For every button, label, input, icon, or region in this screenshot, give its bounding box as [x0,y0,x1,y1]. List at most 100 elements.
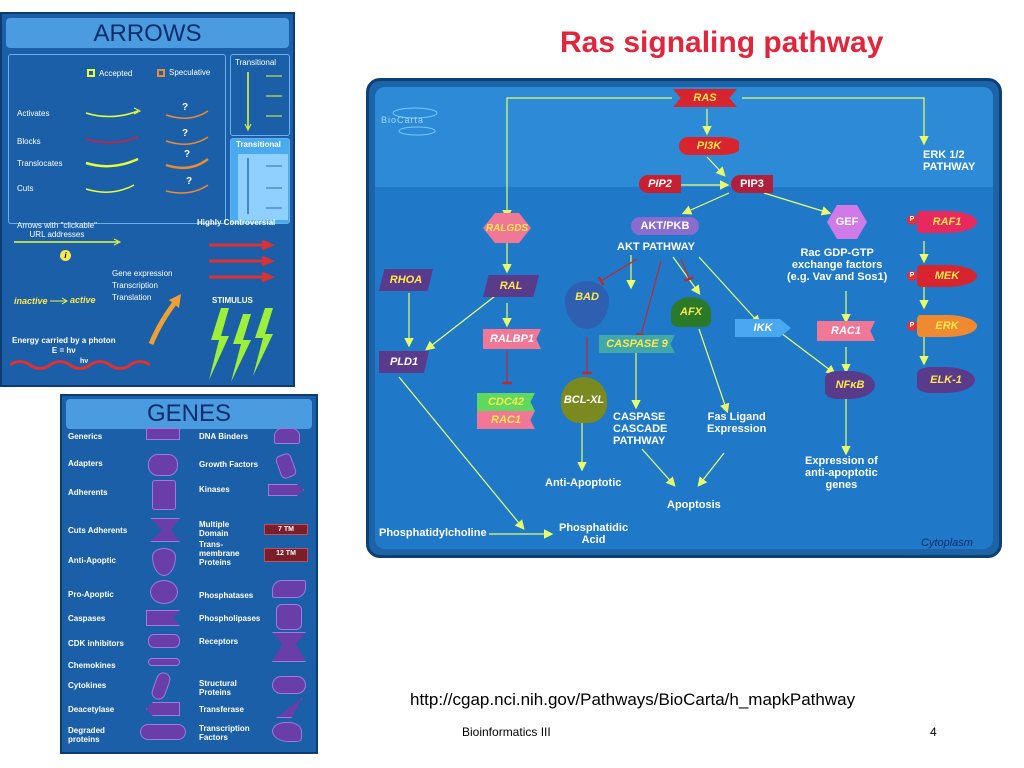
node-akt-pkb[interactable]: AKT/PKB [631,217,699,235]
kinases-shape-icon [268,484,304,496]
arrow-types-box [8,54,226,224]
gene-multiple-domain: Multiple Domain [199,520,230,538]
node-rhoa[interactable]: RHOA [379,269,433,291]
node-mek[interactable]: MEK [917,265,977,287]
node-nfkb[interactable]: NFκB [825,371,875,399]
gene-transcription-factors: Transcription Factors [199,724,250,742]
biocarta-logo-text: BioCarta [381,115,425,125]
cdk-inhibitors-shape-icon [148,634,180,648]
seven-tm-shape-icon: 7 TM [264,524,308,535]
row-label-translocates: Translocates [17,159,63,168]
node-ralbp1[interactable]: RALBP1 [483,329,541,349]
label-anti-apoptotic: Anti-Apoptotic [545,477,622,489]
gene-phosphatases: Phosphatases [199,591,254,600]
gene-cytokines: Cytokines [68,681,107,690]
transitional-label-1: Transitional [235,58,277,67]
accepted-swatch [87,69,95,77]
genes-title-bar [66,399,312,429]
footer-course: Bioinformatics III [462,725,551,739]
inactive-active-arrow [50,297,68,305]
node-pip3[interactable]: PIP3 [731,175,773,193]
gene-transferase: Transferase [199,705,244,714]
phospho-mek-icon: P [907,271,917,281]
node-rac1-mid[interactable]: RAC1 [817,321,875,341]
adapters-shape-icon [148,454,178,476]
gene-growth-factors: Growth Factors [199,460,259,469]
adherents-shape-icon [152,480,176,510]
twelve-tm-shape-icon: 12 TM [264,548,308,562]
node-ral[interactable]: RAL [483,275,539,297]
deacetylase-shape-icon [146,702,180,716]
structural-proteins-shape-icon [272,676,306,694]
arrow-examples-graphic [85,107,209,194]
node-rac1-left[interactable]: RAC1 [477,411,535,429]
gene-receptors: Receptors [199,637,239,646]
node-erk[interactable]: ERK [917,315,977,337]
biocarta-logo: BioCarta [381,95,451,141]
row-label-cuts: Cuts [17,184,34,193]
transcription-factors-shape-icon [272,722,302,742]
node-ralgds[interactable]: RALGDS [483,213,531,243]
growth-factors-shape-icon [274,451,298,481]
node-bcl-xl[interactable]: BCL-XL [561,377,607,423]
gene-transmembrane: Trans- membrane Proteins [199,540,240,567]
gene-structural-proteins: Structural Proteins [199,679,237,697]
inactive-label: inactive [14,296,48,306]
source-url[interactable]: http://cgap.nci.nih.gov/Pathways/BioCart… [410,690,856,709]
question-mark-3: ? [184,149,191,160]
label-caspase-cascade: CASPASE CASCADE PATHWAY [613,411,668,447]
info-icon[interactable]: i [60,250,71,261]
row-label-activates: Activates [17,109,50,118]
pathway-diagram: BioCarta RAS PI3K PIP2 PIP3 RALGDS AKT/P… [366,78,1002,558]
gene-adapters: Adapters [68,459,103,468]
gene-anti-apoptic: Anti-Apoptic [68,556,116,565]
arrows-legend-panel: ARROWS Accepted Speculative Activates Bl… [0,12,295,387]
photon-wave [10,360,150,370]
gene-cuts-adherents: Cuts Adherents [68,526,128,535]
transitional-arrows-1 [244,72,282,132]
row-label-blocks: Blocks [17,137,41,146]
label-expression-anti-apoptotic: Expression of anti-apoptotic genes [805,455,878,491]
clickable-arrow [14,238,122,246]
label-rac-gdp-gtp: Rac GDP-GTP exchange factors (e.g. Vav a… [787,247,888,283]
node-caspase9[interactable]: CASPASE 9 [599,335,675,353]
node-cdc42[interactable]: CDC42 [477,393,535,411]
node-ras[interactable]: RAS [673,89,737,107]
node-bad[interactable]: BAD [565,281,609,329]
label-phosphatidic-acid: Phosphatidic Acid [559,522,629,546]
phospho-raf1-icon: P [907,215,917,225]
node-afx[interactable]: AFX [671,297,711,327]
node-pi3k[interactable]: PI3K [679,137,739,155]
label-phosphatidylcholine: Phosphatidylcholine [379,527,487,539]
node-gef[interactable]: GEF [827,205,867,239]
controversial-arrows [209,239,275,283]
question-mark-4: ? [186,176,193,187]
node-elk1[interactable]: ELK-1 [917,367,975,393]
stimulus-label: STIMULUS [212,296,253,305]
speculative-swatch [157,69,165,77]
chemokines-shape-icon [148,658,180,666]
gene-generics: Generics [68,432,103,441]
gene-dna-binders: DNA Binders [199,432,249,441]
gene-degraded-proteins: Degraded proteins [68,726,105,744]
gene-cdk-inhibitors: CDK inhibitors [68,639,124,648]
node-raf1[interactable]: RAF1 [917,211,977,233]
genes-title: GENES [146,400,232,427]
accepted-label: Accepted [99,69,133,78]
node-pld1[interactable]: PLD1 [379,351,429,373]
photon-symbol: hν [80,358,89,365]
active-label: active [70,295,96,305]
generics-shape-icon [146,428,180,440]
stimulus-lightning-icon [209,308,273,382]
gene-kinases: Kinases [199,485,230,494]
genes-legend-panel: GENES Generics Adapters Adherents Cuts A… [60,394,318,754]
label-akt-pathway: AKT PATHWAY [617,241,696,253]
gene-caspases: Caspases [68,614,106,623]
gene-pro-apoptic: Pro-Apoptic [68,590,114,599]
gene-expression-arrow [148,294,181,345]
node-ikk[interactable]: IKK [735,319,791,337]
receptors-shape-icon [272,632,306,662]
caspases-shape-icon [146,610,180,626]
pro-apoptic-shape-icon [150,580,178,604]
node-pip2[interactable]: PIP2 [639,175,681,193]
